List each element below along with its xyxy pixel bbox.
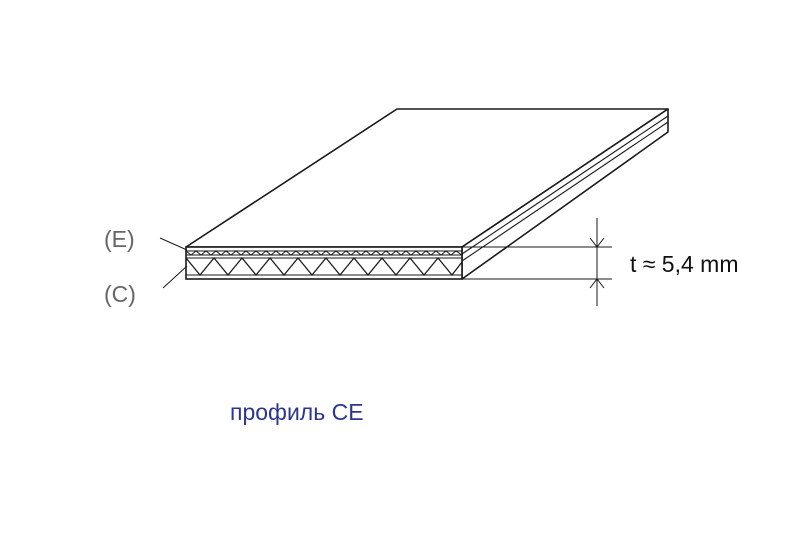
profile-caption: профиль CE [230, 399, 364, 425]
leader-line-e [159, 237, 188, 251]
side-layer-line [461, 121, 669, 262]
leader-line-c [162, 265, 188, 289]
dimension-arrow-bottom-icon [589, 278, 605, 289]
thickness-label: t ≈ 5,4 mm [630, 251, 738, 277]
c-flute-wave [185, 256, 463, 277]
label-e-layer: (E) [104, 226, 135, 252]
e-flute-wave [185, 250, 463, 256]
label-c-layer: (C) [104, 281, 136, 307]
dimension-arrow-top-icon [589, 237, 605, 248]
side-layer-line [461, 115, 669, 255]
